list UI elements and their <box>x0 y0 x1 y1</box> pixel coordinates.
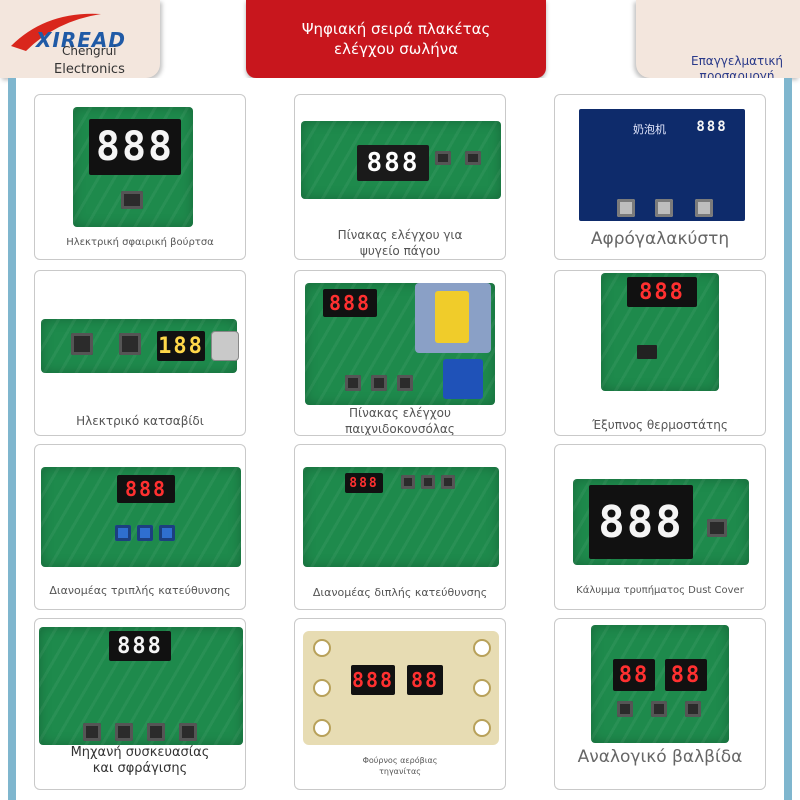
button-ring-icon <box>473 719 491 737</box>
product-card[interactable]: 888 Μηχανή συσκευασίας και σφράγισης <box>34 618 246 790</box>
segment-display: 88 <box>613 659 655 691</box>
segment-display-2: 88 <box>407 665 443 695</box>
pcb-image <box>303 467 499 567</box>
segment-display-2: 88 <box>665 659 707 691</box>
product-card[interactable]: 888 Ηλεκτρική σφαιρική βούρτσα <box>34 94 246 260</box>
segment-display: 188 <box>157 331 205 361</box>
product-card[interactable]: 奶泡机 888 Αφρόγαλακύστη <box>554 94 766 260</box>
product-caption: Μηχανή συσκευασίας και σφράγισης <box>35 745 245 777</box>
product-card[interactable]: 888 88 Φούρνος αερόβιας τηγανίτας <box>294 618 506 790</box>
push-button-icon <box>83 723 101 741</box>
logo-subtitle-2: Electronics <box>54 62 125 77</box>
product-caption: Έξυπνος θερμοστάτης <box>592 418 728 432</box>
button-ring-icon <box>313 719 331 737</box>
product-caption: Πίνακας ελέγχου για ψυγείο πάγου <box>337 228 463 258</box>
push-button-icon <box>655 199 673 217</box>
product-card[interactable]: 888 Έξυπνος θερμοστάτης <box>554 270 766 436</box>
segment-display: 888 <box>351 665 395 695</box>
product-card[interactable]: 888 Διανομέας τριπλής κατεύθυνσης <box>34 444 246 610</box>
push-button-icon <box>371 375 387 391</box>
product-caption: Ηλεκτρική σφαιρική βούρτσα <box>66 237 214 248</box>
product-card[interactable]: 88 88 Αναλογικό βαλβίδα <box>554 618 766 790</box>
pcb-image <box>41 467 241 567</box>
segment-display: 888 <box>323 289 377 317</box>
button-ring-icon <box>473 639 491 657</box>
product-caption: Αφρόγαλακύστη <box>590 229 730 249</box>
push-button-icon <box>707 519 727 537</box>
page-title: Ψηφιακή σειρά πλακέτας ελέγχου σωλήνα <box>301 20 491 58</box>
logo-banner: XIREAD Chengrui Electronics <box>0 0 160 78</box>
segment-display: 888 <box>345 473 383 493</box>
logo-text: XIREAD <box>36 28 127 52</box>
relay-icon <box>443 359 483 399</box>
product-caption: Φούρνος αερόβιας τηγανίτας <box>362 756 438 776</box>
lcd-label: 奶泡机 <box>633 123 666 136</box>
push-button-icon <box>119 333 141 355</box>
product-caption: Κάλυμμα τρυπήματος Dust Cover <box>576 585 744 596</box>
segment-display: 888 <box>357 145 429 181</box>
push-button-icon <box>71 333 93 355</box>
push-button-icon <box>397 375 413 391</box>
segment-display: 888 <box>589 485 693 559</box>
logo-subtitle: Chengrui <box>62 44 117 58</box>
push-button-icon <box>441 475 455 489</box>
button-ring-icon <box>313 639 331 657</box>
chip-icon <box>637 345 657 359</box>
push-button-icon <box>159 525 175 541</box>
push-button-icon <box>401 475 415 489</box>
push-button-icon <box>147 723 165 741</box>
pcb-image <box>303 631 499 745</box>
usb-port-icon <box>211 331 239 361</box>
title-banner: Ψηφιακή σειρά πλακέτας ελέγχου σωλήνα <box>246 0 546 78</box>
pcb-image <box>591 625 729 743</box>
coil-icon <box>435 291 469 343</box>
push-button-icon <box>651 701 667 717</box>
segment-display: 888 <box>117 475 175 503</box>
button-ring-icon <box>313 679 331 697</box>
push-button-icon <box>115 525 131 541</box>
logo-swoosh-icon <box>11 13 101 51</box>
product-caption: Πίνακας ελέγχου παιχνιδοκονσόλας <box>295 405 505 435</box>
push-button-icon <box>685 701 701 717</box>
button-ring-icon <box>473 679 491 697</box>
product-card[interactable]: 188 Ηλεκτρικό κατσαβίδι <box>34 270 246 436</box>
product-card[interactable]: 888 Πίνακας ελέγχου παιχνιδοκονσόλας <box>294 270 506 436</box>
push-button-icon <box>115 723 133 741</box>
push-button-icon <box>121 191 143 209</box>
push-button-icon <box>435 151 451 165</box>
segment-display: 888 <box>89 119 181 175</box>
push-button-icon <box>695 199 713 217</box>
product-caption: Ηλεκτρικό κατσαβίδι <box>76 414 204 428</box>
product-card[interactable]: 888 Κάλυμμα τρυπήματος Dust Cover <box>554 444 766 610</box>
push-button-icon <box>137 525 153 541</box>
product-card[interactable]: 888 Διανομέας διπλής κατεύθυνσης <box>294 444 506 610</box>
push-button-icon <box>421 475 435 489</box>
segment-display: 888 <box>696 119 728 135</box>
push-button-icon <box>179 723 197 741</box>
product-card[interactable]: 888 Πίνακας ελέγχου για ψυγείο πάγου <box>294 94 506 260</box>
product-caption: Αναλογικό βαλβίδα <box>577 747 743 767</box>
segment-display: 888 <box>627 277 697 307</box>
segment-display: 888 <box>109 631 171 661</box>
push-button-icon <box>465 151 481 165</box>
push-button-icon <box>345 375 361 391</box>
push-button-icon <box>617 199 635 217</box>
product-caption: Διανομέας διπλής κατεύθυνσης <box>312 586 488 599</box>
pcb-image <box>39 627 243 745</box>
product-caption: Διανομέας τριπλής κατεύθυνσης <box>49 584 231 597</box>
custom-banner: Επαγγελματική προσαρμογή <box>636 0 800 83</box>
push-button-icon <box>617 701 633 717</box>
